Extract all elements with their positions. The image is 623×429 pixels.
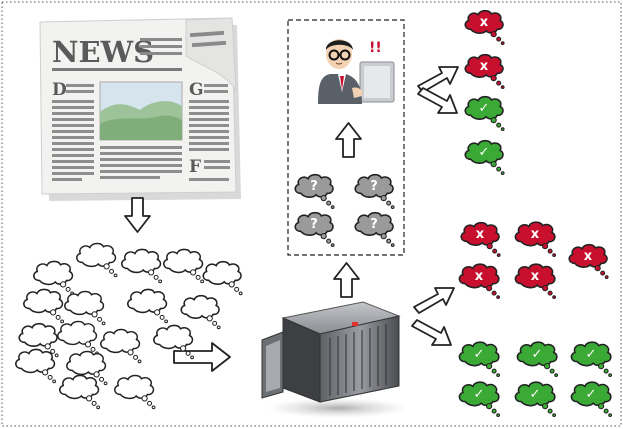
speech-cloud xyxy=(59,374,101,410)
speech-cloud xyxy=(163,248,205,284)
accept-cloud-label: ✓ xyxy=(479,101,490,116)
arrow-up-lower xyxy=(333,262,360,298)
question-cloud-label: ? xyxy=(310,217,318,232)
accept-cloud: ✓ xyxy=(464,95,505,132)
question-cloud-label: ? xyxy=(370,179,378,194)
arrow-lower-up-right xyxy=(413,287,455,314)
arrow-down xyxy=(124,197,151,233)
accept-cloud: ✓ xyxy=(464,139,505,176)
bottom-result-group: x x x x x ✓ ✓ ✓ ✓ ✓ ✓ xyxy=(458,221,613,418)
alert-mark: !! xyxy=(369,40,382,56)
accept-cloud-label: ✓ xyxy=(532,347,543,362)
speech-cloud xyxy=(153,324,195,360)
accept-cloud: ✓ xyxy=(458,341,501,378)
accept-cloud-label: ✓ xyxy=(530,387,541,402)
reject-cloud-label: x xyxy=(476,227,485,242)
reviewer-figure: !! xyxy=(318,39,395,104)
accept-cloud: ✓ xyxy=(458,381,501,418)
reject-cloud-label: x xyxy=(531,227,540,242)
reject-cloud-label: x xyxy=(480,15,489,30)
speech-cloud xyxy=(15,348,57,384)
reject-cloud: x xyxy=(464,9,505,46)
question-cloud-label: ? xyxy=(370,217,378,232)
newspaper-photo xyxy=(99,81,183,141)
speech-cloud xyxy=(114,374,156,410)
speech-cloud xyxy=(100,328,142,364)
question-cloud: ? xyxy=(354,211,395,248)
newspaper-letter-f: F xyxy=(189,157,201,177)
accept-cloud-label: ✓ xyxy=(474,387,485,402)
speech-cloud xyxy=(180,294,221,330)
arrow-right xyxy=(173,342,231,372)
question-cloud: ? xyxy=(354,173,395,210)
reject-cloud: x xyxy=(458,263,501,300)
newspaper-letter-d: D xyxy=(52,80,67,100)
speech-cloud xyxy=(127,288,169,324)
reject-cloud-label: x xyxy=(475,269,484,284)
accept-cloud-label: ✓ xyxy=(586,387,597,402)
speech-cloud xyxy=(121,248,163,284)
speech-cloud xyxy=(66,350,108,386)
speech-cloud xyxy=(57,320,99,356)
accept-cloud-label: ✓ xyxy=(479,145,490,160)
reject-cloud-label: x xyxy=(480,59,489,74)
speech-cloud xyxy=(23,288,65,324)
reject-cloud: x xyxy=(464,53,505,90)
review-panel xyxy=(287,19,405,256)
white-cloud-group xyxy=(15,242,243,410)
arrow-upper-down-right xyxy=(417,87,458,114)
reject-cloud-label: x xyxy=(531,269,540,284)
question-cloud-label: ? xyxy=(310,179,318,194)
question-cloud: ? xyxy=(294,211,335,248)
top-result-group: x x ✓ ✓ xyxy=(464,9,505,176)
accept-cloud: ✓ xyxy=(516,341,559,378)
newspaper-letter-g: G xyxy=(189,80,204,100)
accept-cloud-label: ✓ xyxy=(586,347,597,362)
speech-cloud xyxy=(64,290,106,326)
speech-cloud xyxy=(76,242,118,278)
newspaper-icon: NEWS D G F xyxy=(39,17,241,201)
reject-cloud: x xyxy=(460,221,501,258)
reject-cloud-label: x xyxy=(584,249,593,264)
question-cloud-group: ???? xyxy=(294,173,395,248)
reject-cloud: x xyxy=(514,221,557,258)
arrow-up-upper xyxy=(335,122,362,158)
speech-cloud xyxy=(18,322,59,358)
arrow-lower-down-right xyxy=(411,319,452,346)
accept-cloud-label: ✓ xyxy=(474,347,485,362)
server-icon xyxy=(261,301,410,418)
accept-cloud: ✓ xyxy=(570,341,613,378)
accept-cloud: ✓ xyxy=(570,381,613,418)
speech-cloud xyxy=(33,260,75,296)
newspaper-masthead: NEWS xyxy=(52,35,154,69)
question-cloud: ? xyxy=(294,173,335,210)
accept-cloud: ✓ xyxy=(514,381,557,418)
speech-cloud xyxy=(202,260,243,296)
reject-cloud: x xyxy=(514,263,557,300)
reject-cloud: x xyxy=(568,243,609,280)
